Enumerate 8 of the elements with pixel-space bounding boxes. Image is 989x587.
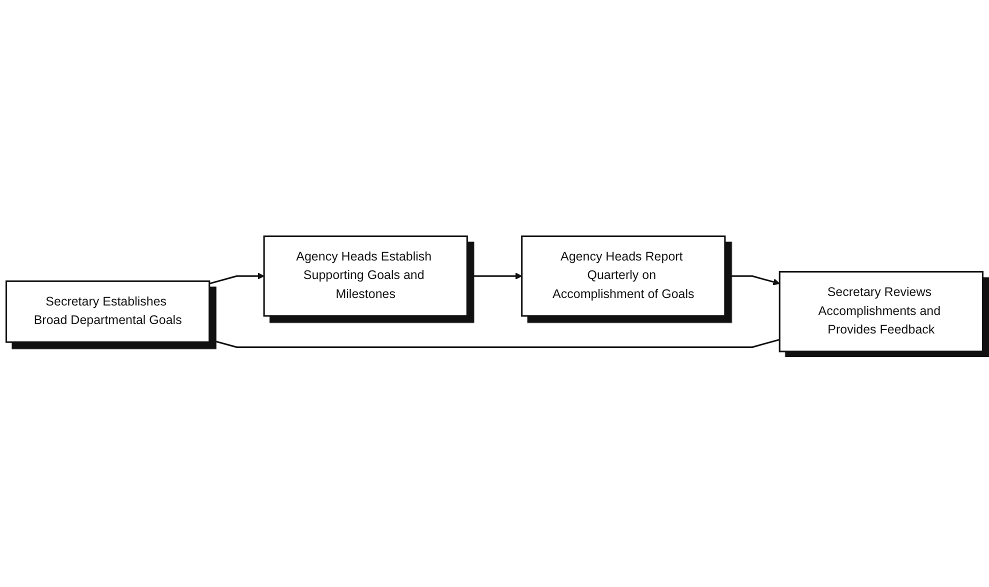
- node-box: Secretary Reviews Accomplishments and Provides Feedback: [778, 270, 984, 352]
- arrow: [209, 272, 264, 284]
- arrow: [467, 272, 522, 280]
- node-box: Secretary Establishes Broad Departmental Goals: [6, 280, 210, 343]
- node-box: Agency Heads Establish Supporting Goals and Milestones: [263, 235, 468, 316]
- arrow: [724, 274, 780, 285]
- arrow: [209, 338, 780, 348]
- node-box: Agency Heads Report Quarterly on Accomplishment of Goals: [521, 235, 726, 316]
